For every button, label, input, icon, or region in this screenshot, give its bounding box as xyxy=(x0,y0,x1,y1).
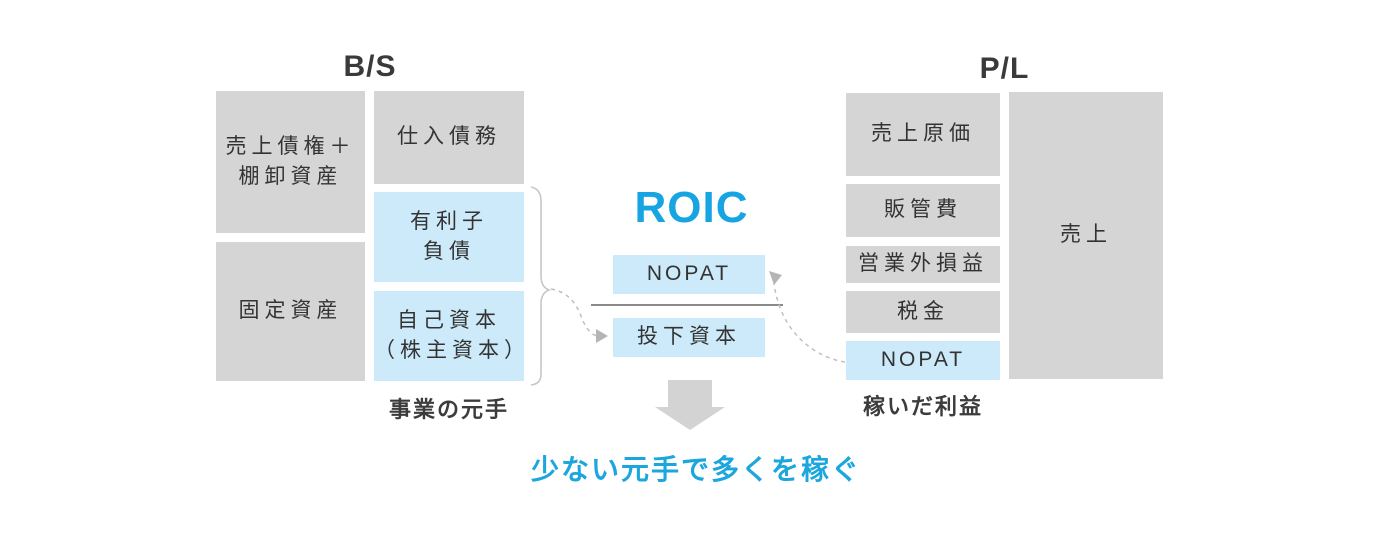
down-arrow-icon xyxy=(655,380,725,430)
pl-box-tax: 税金 xyxy=(846,291,1000,333)
bs-caption: 事業の元手 xyxy=(388,397,509,422)
bs-box-fixed-assets: 固定資産 xyxy=(216,242,365,381)
pl-title: P/L xyxy=(979,52,1030,85)
bs-box-receivables-inventory: 売上債権＋ 棚卸資産 xyxy=(216,91,365,233)
pl-caption: 稼いだ利益 xyxy=(862,394,983,419)
pl-box-revenue: 売上 xyxy=(1009,92,1163,379)
nopat-arrow-icon xyxy=(769,271,846,363)
pl-box-nopat: NOPAT xyxy=(846,341,1000,380)
pl-box-cost-of-sales: 売上原価 xyxy=(846,93,1000,176)
fraction-line xyxy=(591,304,783,306)
bs-box-interest-bearing-debt: 有利子 負債 xyxy=(374,192,524,282)
conclusion-text: 少ない元手で多くを稼ぐ xyxy=(530,454,861,485)
curly-brace-icon xyxy=(530,186,552,386)
pl-box-non-operating: 営業外損益 xyxy=(846,246,1000,283)
formula-invested-capital-box: 投下資本 xyxy=(613,318,765,357)
invested-capital-arrow-icon xyxy=(550,288,608,343)
formula-nopat-box: NOPAT xyxy=(613,255,765,294)
bs-box-accounts-payable: 仕入債務 xyxy=(374,91,524,184)
pl-box-sga: 販管費 xyxy=(846,184,1000,237)
bs-title: B/S xyxy=(343,50,397,83)
roic-title: ROIC xyxy=(634,183,749,232)
bs-box-shareholders-equity: 自己資本 （株主資本） xyxy=(374,291,525,381)
